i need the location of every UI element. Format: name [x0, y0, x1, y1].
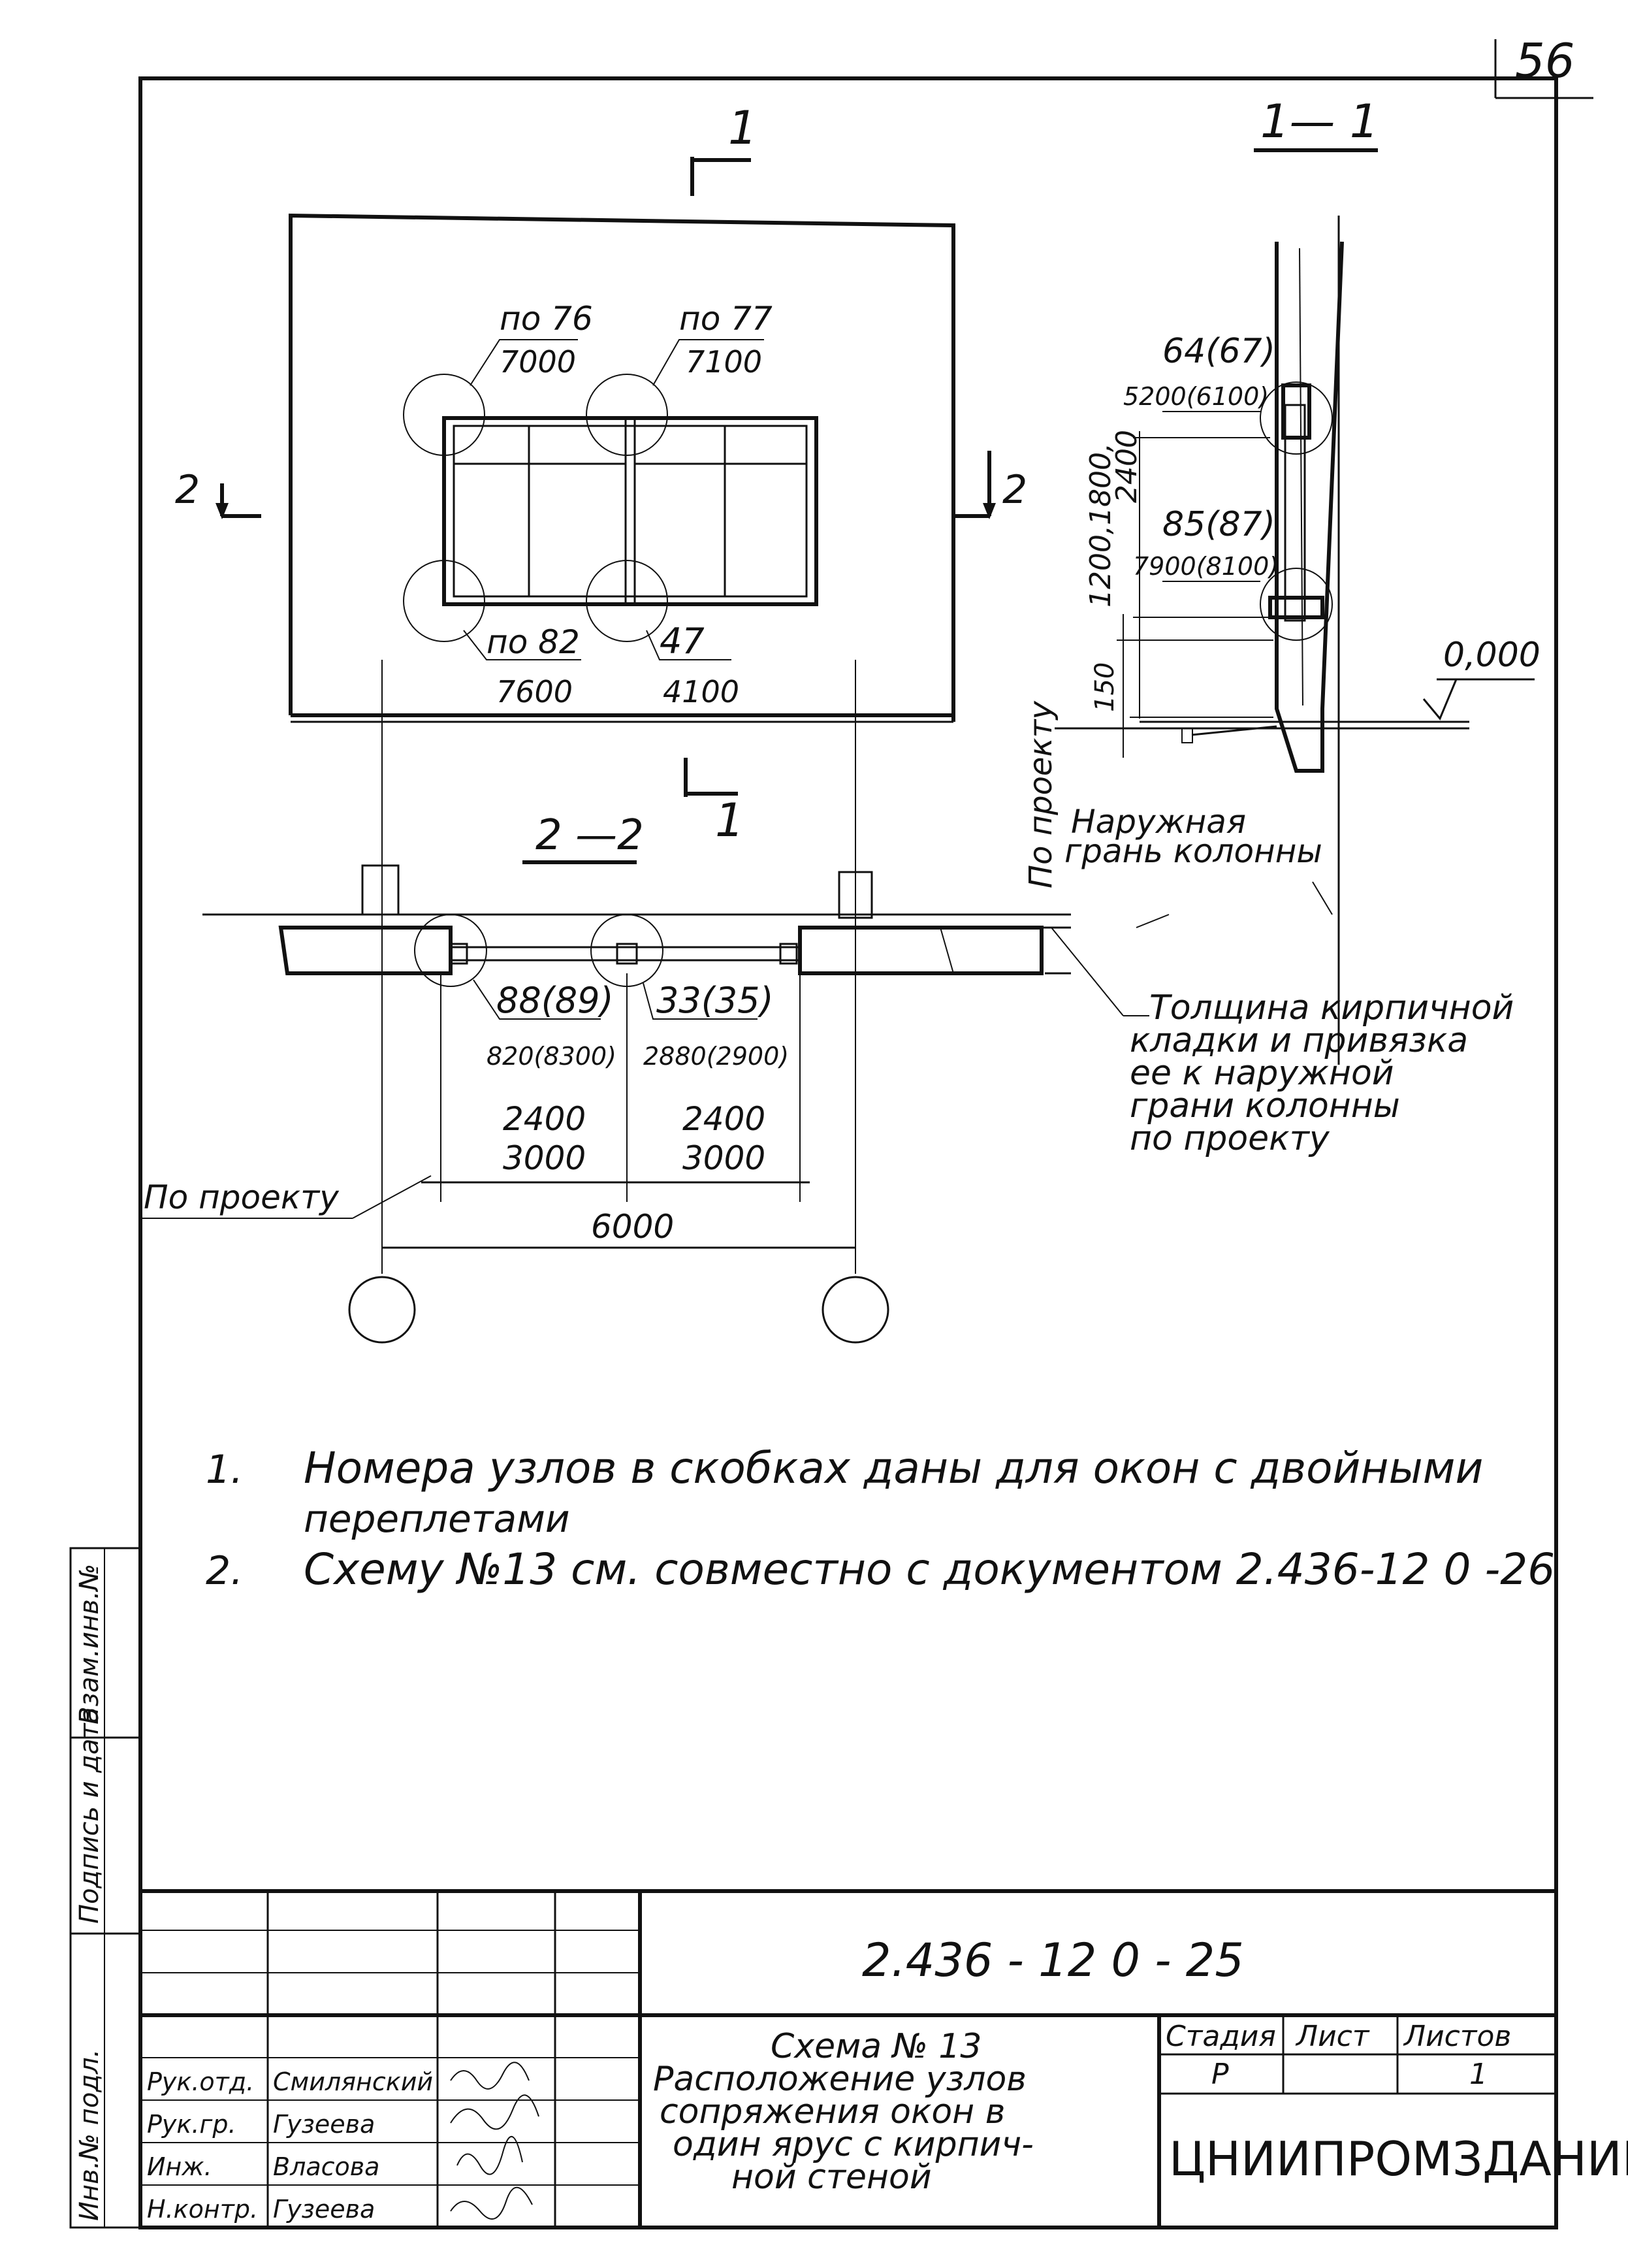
note-2-line-1: Схему №13 см. совместно с документом 2.4… [304, 1544, 1555, 1595]
title-line-2: Расположение узлов [653, 2060, 1027, 2099]
section-1-1-node-lower-code: 7900(8100) [1133, 552, 1279, 581]
brick-note-line-2: кладки и привязка [1130, 1021, 1468, 1060]
section-1-1-dim-150: 150 [1090, 662, 1120, 712]
section-2-2-dim-left-1: 2400 [503, 1100, 586, 1138]
elevation-node-76: по 76 [500, 300, 593, 338]
person-role-1: Рук.отд. [147, 2067, 254, 2096]
stage-value: Р [1211, 2058, 1229, 2091]
title-line-5: ной стеной [731, 2158, 932, 2197]
elevation-node-47-code: 4100 [663, 674, 739, 709]
title-line-4: один ярус с кирпич- [673, 2125, 1034, 2164]
section-1-1-level: 0,000 [1443, 636, 1540, 675]
section-2-2-node-right-code: 2880(2900) [643, 1042, 789, 1071]
section-1-1-height-dim: 1200,1800, [1084, 443, 1117, 608]
elevation-node-76-code: 7000 [500, 344, 576, 380]
section-2-2-drawing [140, 864, 1170, 1344]
section-mark-2-left-label: 2 [175, 467, 200, 513]
section-1-1-drawing [1055, 216, 1535, 1065]
note-2-number: 2. [206, 1548, 243, 1594]
side-stamp-signature-date: Подпись и дата [74, 1708, 104, 1924]
section-mark-1-bottom [684, 758, 738, 797]
section-1-1-node-upper-code: 5200(6100) [1123, 382, 1269, 411]
section-2-2-node-left-code: 820(8300) [487, 1042, 616, 1071]
organization: ЦНИИПРОМЗДАНИЙ [1169, 2131, 1628, 2186]
side-stamp [69, 1547, 142, 2229]
elevation-node-47: 47 [660, 621, 705, 662]
elevation-node-82-code: 7600 [496, 674, 573, 709]
side-stamp-inventory: Инв.№ подл. [74, 2049, 104, 2221]
section-2-2-dim-left-2: 3000 [503, 1139, 586, 1177]
person-name-1: Смилянский [273, 2067, 433, 2096]
section-1-1-height-dim-2: 2400 [1110, 430, 1143, 503]
person-role-3: Инж. [147, 2152, 212, 2181]
title-block-grid [138, 1889, 1558, 2229]
brick-note-line-4: грани колонны [1130, 1086, 1400, 1126]
title-line-3: сопряжения окон в [660, 2092, 1005, 2131]
section-mark-2-right [953, 451, 996, 519]
brick-note-line-3: ее к наружной [1130, 1054, 1394, 1093]
person-name-3: Власова [273, 2152, 379, 2181]
section-2-2-node-left: 88(89) [496, 980, 614, 1021]
title-line-1: Схема № 13 [771, 2027, 982, 2066]
section-1-1-outer-face-1: Наружная [1071, 803, 1246, 841]
section-1-1-title: 1— 1 [1260, 95, 1379, 148]
doc-code: 2.436 - 12 0 - 25 [862, 1934, 1244, 1987]
sheets-header: Листов [1403, 2020, 1511, 2053]
elevation-node-77: по 77 [679, 300, 773, 338]
elevation-node-82: по 82 [487, 623, 580, 661]
person-role-2: Рук.гр. [147, 2110, 236, 2139]
person-name-4: Гузеева [273, 2195, 375, 2224]
section-1-1-outer-face-2: грань колонны [1064, 832, 1322, 870]
section-1-1-node-upper: 64(67) [1162, 332, 1275, 371]
sheet-frame [138, 39, 1593, 2229]
side-stamp-substitution: Взам.инв.№ [74, 1564, 104, 1725]
sheet-number: 56 [1515, 33, 1575, 88]
section-2-2-dim-right-2: 3000 [682, 1139, 765, 1177]
brick-note-line-5: по проекту [1130, 1119, 1330, 1158]
note-1-line-1: Номера узлов в скобках даны для окон с д… [304, 1443, 1483, 1493]
elevation-node-77-code: 7100 [686, 344, 762, 380]
person-name-2: Гузеева [273, 2110, 375, 2139]
note-1-number: 1. [206, 1447, 243, 1493]
person-role-4: Н.контр. [147, 2195, 258, 2224]
section-mark-1-top-label: 1 [728, 101, 758, 155]
section-mark-2-left [215, 483, 261, 519]
sheet-header: Лист [1295, 2020, 1370, 2053]
note-1-line-2: переплетами [304, 1497, 570, 1541]
brick-note-line-1: Толщина кирпичной [1149, 988, 1514, 1028]
section-2-2-title: 2 —2 [535, 811, 644, 860]
stage-header: Стадия [1166, 2020, 1276, 2053]
section-mark-1-bottom-label: 1 [715, 794, 744, 847]
section-mark-2-right-label: 2 [1002, 467, 1027, 513]
section-2-2-dim-right-1: 2400 [682, 1100, 765, 1138]
section-2-2-po-proektu: По проекту [144, 1178, 340, 1216]
section-2-2-node-right: 33(35) [656, 980, 774, 1021]
section-2-2-dim-total: 6000 [591, 1208, 674, 1246]
section-mark-1-top [690, 157, 751, 196]
section-1-1-node-lower: 85(87) [1162, 505, 1275, 544]
facade-elevation [289, 213, 955, 941]
sheets-value: 1 [1469, 2058, 1488, 2091]
section-1-1-po-proektu: По проекту [1023, 701, 1059, 888]
